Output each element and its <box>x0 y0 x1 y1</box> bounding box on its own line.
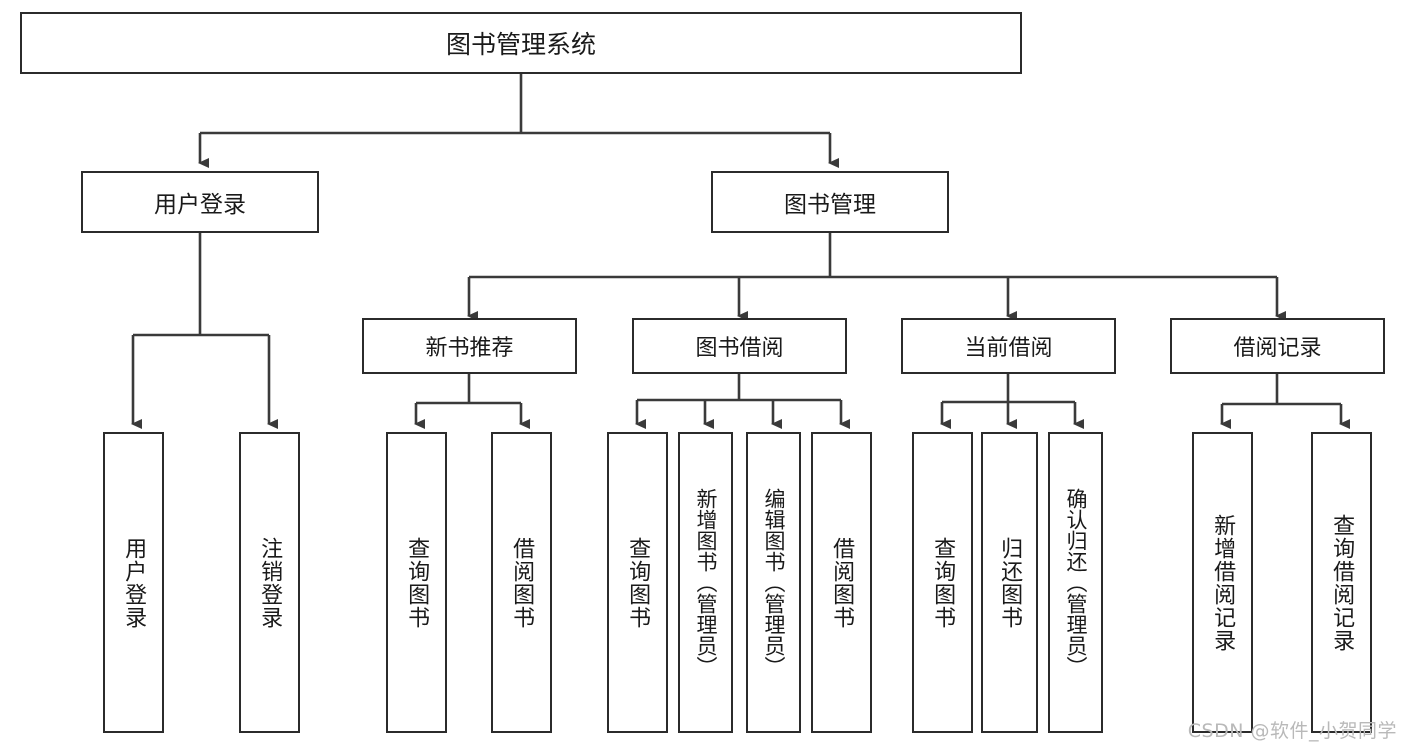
node-book-management[interactable]: 图书管理 <box>711 171 949 233</box>
leaf-add-borrow-record[interactable]: 新增借阅记录 <box>1192 432 1253 733</box>
node-label: 用户登录 <box>154 192 246 218</box>
leaf-add-book-admin[interactable]: 新增图书（管理员） <box>678 432 733 733</box>
leaf-label: 归还图书 <box>997 536 1023 629</box>
node-borrow-record[interactable]: 借阅记录 <box>1170 318 1385 374</box>
node-current-borrow[interactable]: 当前借阅 <box>901 318 1116 374</box>
node-user-login[interactable]: 用户登录 <box>81 171 319 233</box>
leaf-query-book-current[interactable]: 查询图书 <box>912 432 973 733</box>
node-label: 借阅记录 <box>1233 336 1322 361</box>
node-new-book-recommend[interactable]: 新书推荐 <box>362 318 577 374</box>
leaf-label: 新增借阅记录 <box>1210 513 1236 652</box>
leaf-edit-book-admin[interactable]: 编辑图书（管理员） <box>746 432 801 733</box>
node-label: 图书借阅 <box>695 336 784 361</box>
leaf-label: 查询图书 <box>930 536 956 629</box>
node-root-book-management-system[interactable]: 图书管理系统 <box>20 12 1022 74</box>
node-label: 图书管理 <box>784 192 876 218</box>
leaf-logout[interactable]: 注销登录 <box>239 432 300 733</box>
leaf-label: 注销登录 <box>257 536 283 629</box>
leaf-query-book-borrow[interactable]: 查询图书 <box>607 432 668 733</box>
leaf-label: 查询借阅记录 <box>1329 513 1355 652</box>
leaf-label: 查询图书 <box>625 536 651 629</box>
node-label: 当前借阅 <box>964 336 1053 361</box>
leaf-query-borrow-record[interactable]: 查询借阅记录 <box>1311 432 1372 733</box>
leaf-label: 新增图书（管理员） <box>694 488 718 677</box>
csdn-watermark: CSDN @软件_小贺同学 <box>1187 720 1397 742</box>
leaf-label: 查询图书 <box>404 536 430 629</box>
leaf-user-login[interactable]: 用户登录 <box>103 432 164 733</box>
leaf-borrow-book[interactable]: 借阅图书 <box>811 432 872 733</box>
leaf-return-book[interactable]: 归还图书 <box>981 432 1038 733</box>
leaf-label: 编辑图书（管理员） <box>762 488 786 677</box>
leaf-label: 借阅图书 <box>509 536 535 629</box>
leaf-label: 用户登录 <box>121 536 147 629</box>
leaf-borrow-book-recommend[interactable]: 借阅图书 <box>491 432 552 733</box>
leaf-confirm-return-admin[interactable]: 确认归还（管理员） <box>1048 432 1103 733</box>
leaf-label: 借阅图书 <box>829 536 855 629</box>
node-label: 新书推荐 <box>425 336 514 361</box>
leaf-query-book-recommend[interactable]: 查询图书 <box>386 432 447 733</box>
leaf-label: 确认归还（管理员） <box>1064 488 1088 677</box>
node-book-borrow[interactable]: 图书借阅 <box>632 318 847 374</box>
node-label: 图书管理系统 <box>445 30 596 59</box>
